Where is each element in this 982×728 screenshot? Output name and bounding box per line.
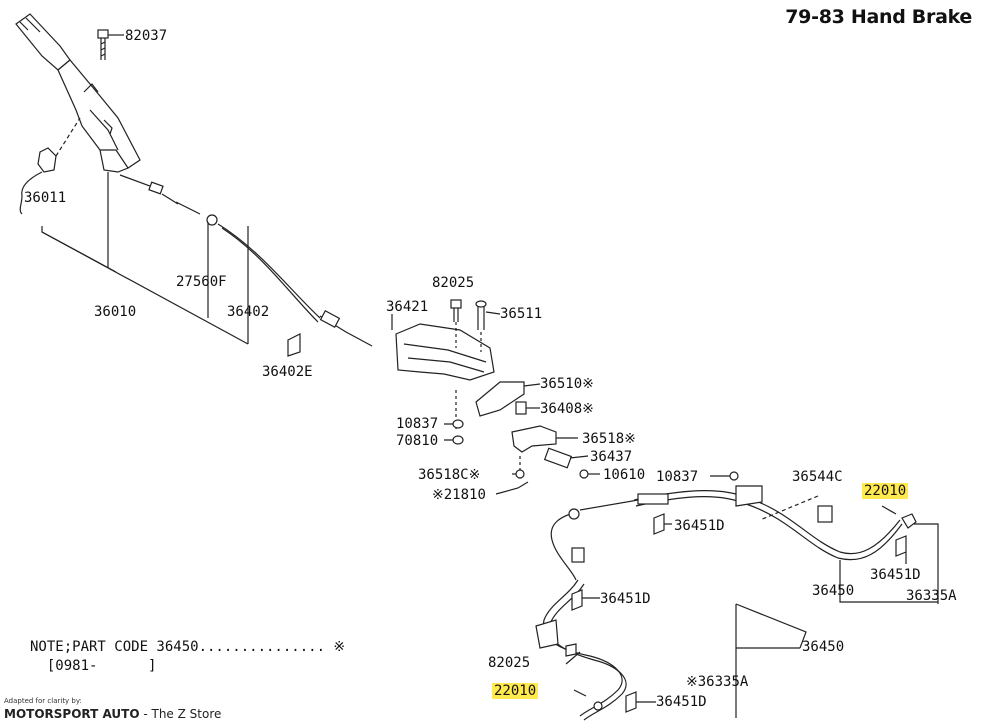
label-10837-right: 10837: [656, 469, 699, 485]
label-36011: 36011: [24, 190, 67, 206]
label-36335A: 36335A: [906, 588, 957, 604]
leader-lines-right: [565, 505, 939, 718]
note-line-2: [0981- ]: [30, 658, 157, 674]
label-36421: 36421: [386, 299, 429, 315]
diagram-title: 79-83 Hand Brake: [785, 6, 972, 28]
label-36510: 36510※: [540, 376, 594, 392]
part-36544C: [759, 495, 833, 523]
label-10610: 10610: [603, 467, 646, 483]
spring-21810: [495, 481, 529, 495]
highlight-22010-right: 22010: [862, 483, 909, 499]
clips-36451D: [571, 513, 907, 713]
label-36450-a: 36450: [812, 583, 855, 599]
credit-caption: Adapted for clarity by:: [4, 697, 82, 705]
label-36402: 36402: [227, 304, 270, 320]
label-82025-bottom: 82025: [488, 655, 531, 671]
label-36451D-b: 36451D: [870, 567, 921, 583]
label-36408: 36408※: [540, 401, 594, 417]
clip-36402E: [287, 333, 301, 357]
label-36437: 36437: [590, 449, 633, 465]
leader-lines-left: [41, 172, 249, 345]
label-36450-b: 36450: [802, 639, 845, 655]
part-36518: [511, 425, 578, 453]
label-27560F: 27560F: [176, 274, 227, 290]
label-22010-right: 22010: [862, 483, 909, 499]
bracket-36421: [391, 314, 495, 381]
label-82037: 82037: [125, 28, 168, 44]
label-36451D-d: 36451D: [656, 694, 707, 710]
nut-10837-right: [710, 471, 739, 481]
label-10837-left: 10837: [396, 416, 439, 432]
label-36518C: 36518C※: [418, 467, 481, 483]
label-70810: 70810: [396, 433, 439, 449]
nut-10610: [579, 469, 600, 479]
part-36437: [543, 447, 589, 469]
highlight-22010-left: 22010: [492, 683, 539, 699]
label-22010-left: 22010: [492, 683, 539, 699]
label-36335A-b: ※36335A: [686, 674, 749, 690]
part-36408: [515, 401, 540, 415]
hand-brake-lever: [15, 13, 141, 173]
note-line-1: NOTE;PART CODE 36450............... ※: [30, 639, 346, 655]
credit-line: MOTORSPORT AUTO - The Z Store: [4, 707, 221, 721]
label-36518: 36518※: [582, 431, 636, 447]
label-36511: 36511: [500, 306, 543, 322]
label-36451D-a: 36451D: [674, 518, 725, 534]
part-code-note: NOTE;PART CODE 36450............... ※ [0…: [30, 638, 345, 676]
label-36010: 36010: [94, 304, 137, 320]
equalizer-36510: [455, 381, 541, 430]
washers-left: [444, 419, 464, 445]
credit-brand: MOTORSPORT AUTO: [4, 707, 140, 721]
label-36544C: 36544C: [792, 469, 843, 485]
label-36451D-c: 36451D: [600, 591, 651, 607]
rear-cable-assembly: [535, 485, 917, 721]
label-82025-top: 82025: [432, 275, 475, 291]
bolt-82025-top: [450, 299, 462, 348]
front-cable: [119, 174, 373, 347]
label-21810: ※21810: [432, 487, 486, 503]
bolt-82037: [97, 29, 124, 60]
part-36518C: [512, 456, 525, 479]
switch-36011: [19, 117, 81, 215]
credit-suffix: - The Z Store: [139, 707, 222, 721]
label-36402E: 36402E: [262, 364, 313, 380]
pin-36511: [475, 300, 501, 352]
